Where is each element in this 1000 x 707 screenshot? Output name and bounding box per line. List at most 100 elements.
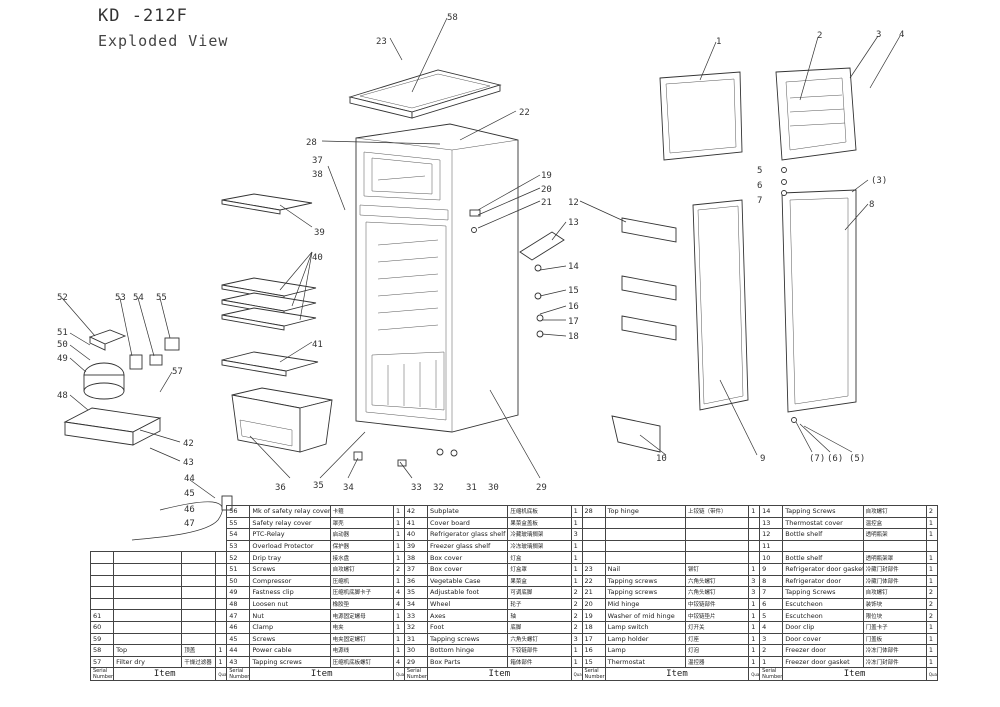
item-cell: Filter dry	[113, 655, 183, 669]
item-cell	[113, 597, 183, 611]
item-cell	[782, 539, 864, 553]
callout-37: 37	[312, 156, 323, 166]
item-cell: Box cover	[426, 562, 509, 576]
item-cell: Bottle shelf	[782, 551, 864, 564]
item-cn-cell: 启动器	[329, 528, 394, 541]
quantity-cell: 1	[570, 539, 583, 553]
serial-cell: 48	[226, 597, 251, 611]
serial-cell: 40	[403, 528, 429, 541]
callout-54: 54	[133, 293, 144, 303]
quantity-cell: 1	[215, 644, 228, 657]
quantity-cell: 2	[570, 597, 583, 611]
item-cell: Refrigerator glass shelf	[426, 528, 509, 541]
quantity-cell: 1	[392, 609, 405, 622]
serial-cell: 28	[581, 505, 606, 518]
callout-p6p: (6)	[827, 454, 843, 464]
item-cn-cell	[181, 574, 217, 588]
item-cell: Freezer glass shelf	[426, 539, 509, 553]
serial-cell: 46	[226, 620, 251, 634]
serial-cell: 39	[403, 539, 429, 553]
item-cell: Loosen nut	[249, 597, 331, 611]
callout-33: 33	[411, 483, 422, 493]
serial-cell: 17	[581, 632, 606, 646]
serial-cell: 31	[403, 632, 429, 646]
serial-cell: 33	[403, 609, 429, 622]
serial-cell: 47	[226, 609, 251, 622]
item-cell	[114, 540, 182, 552]
item-cn-cell: 轮子	[507, 597, 572, 611]
quantity-cell: 1	[925, 528, 939, 541]
item-cell: Lamp holder	[604, 632, 686, 646]
item-cn-cell	[684, 539, 750, 553]
serial-cell: 38	[403, 551, 429, 564]
item-cell: Nail	[604, 562, 686, 576]
item-header: Item	[249, 667, 394, 682]
serial-cell: 20	[581, 597, 606, 611]
item-cell	[114, 517, 182, 529]
item-cn-cell	[182, 540, 216, 552]
serial-cell	[89, 562, 115, 576]
callout-22: 22	[519, 108, 530, 118]
item-cn-cell	[181, 562, 217, 576]
quantity-header: Quantity	[748, 667, 761, 682]
item-cell: Drip tray	[249, 551, 331, 564]
callout-40: 40	[312, 253, 323, 263]
callout-p5p: (5)	[849, 454, 865, 464]
serial-cell: 50	[226, 574, 251, 588]
item-cn-cell	[181, 551, 217, 564]
item-cell: Top	[113, 644, 183, 657]
item-cell	[113, 632, 183, 646]
quantity-cell: 1	[215, 655, 228, 669]
serial-cell: 22	[581, 574, 606, 588]
serial-cell: 3	[759, 632, 784, 646]
quantity-header: Quantity	[392, 667, 405, 682]
callout-17: 17	[568, 317, 579, 327]
item-cn-cell: 温控盒	[862, 516, 927, 530]
item-cell: Escutcheon	[782, 609, 864, 622]
item-cell: Power cable	[249, 644, 331, 657]
callout-44: 44	[184, 474, 195, 484]
serial-cell: 5	[759, 609, 784, 622]
item-header: Item	[427, 667, 572, 682]
serial-cell	[89, 597, 115, 611]
serial-cell: 44	[226, 644, 251, 657]
serial-cell: 58	[89, 644, 115, 657]
quantity-cell: 3	[570, 632, 583, 646]
quantity-cell: 1	[570, 574, 583, 588]
serial-cell: 41	[403, 516, 429, 530]
item-cell: Box Parts	[426, 655, 509, 669]
serial-cell: 60	[89, 620, 115, 634]
item-header: Item	[782, 667, 927, 682]
callout-23: 23	[376, 37, 387, 47]
quantity-cell	[216, 506, 227, 518]
quantity-cell	[215, 632, 228, 646]
item-cn-cell	[182, 517, 216, 529]
callout-34: 34	[343, 483, 354, 493]
item-cn-cell: 门盖板	[862, 632, 927, 646]
callout-10: 10	[656, 454, 667, 464]
item-cell	[114, 506, 182, 518]
quantity-cell: 2	[925, 609, 939, 622]
refrigerator-glass-shelves	[221, 277, 317, 331]
item-cn-cell: 罩壳	[329, 516, 394, 530]
quantity-header: Quantity	[925, 667, 939, 682]
serial-cell: 4	[759, 620, 784, 634]
serial-cell: 19	[581, 609, 606, 622]
serial-cell: 55	[226, 516, 251, 530]
refrigerator-door	[781, 189, 857, 413]
serial-cell: 49	[226, 586, 251, 599]
quantity-cell	[215, 574, 228, 588]
callout-30: 30	[488, 483, 499, 493]
callout-43: 43	[183, 458, 194, 468]
serial-cell: 29	[403, 655, 429, 669]
serial-cell: 34	[403, 597, 429, 611]
item-cn-cell: 冷冻玻璃搁架	[507, 539, 572, 553]
callout-12: 12	[568, 198, 579, 208]
